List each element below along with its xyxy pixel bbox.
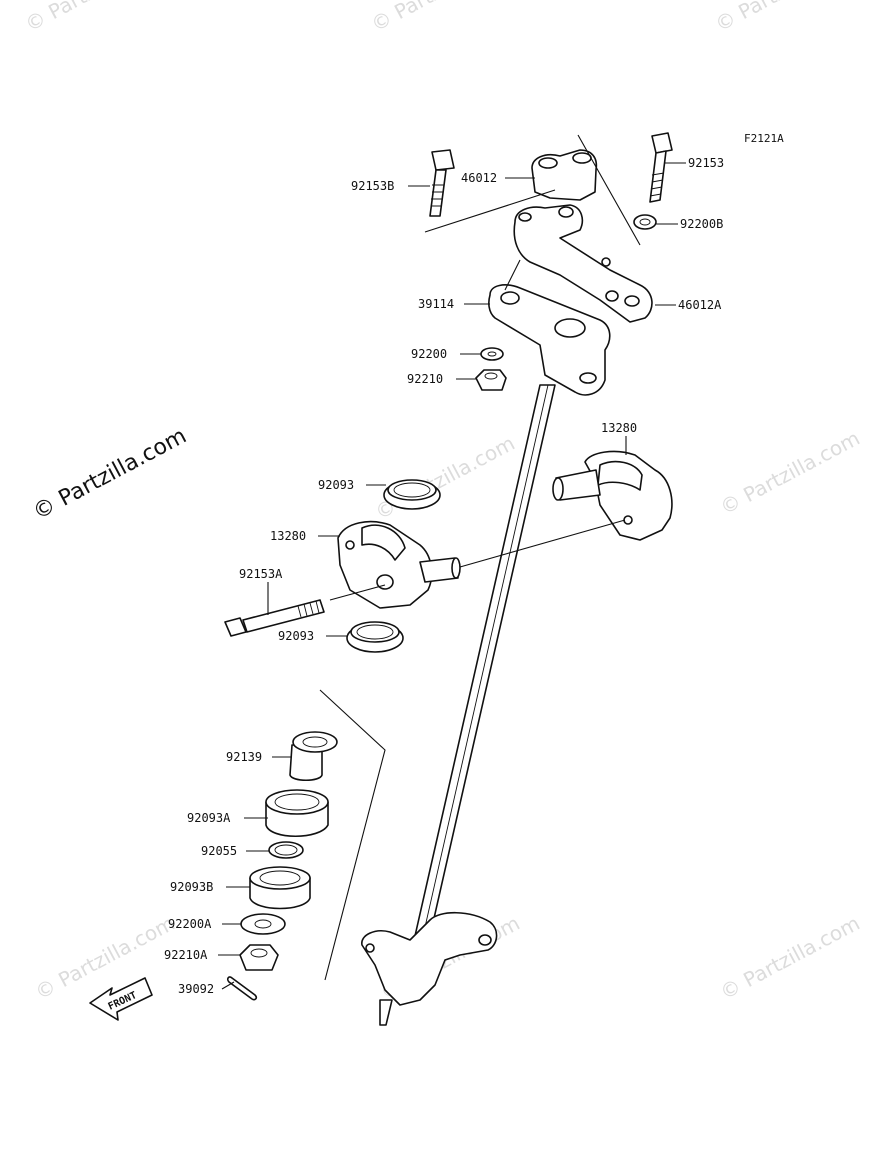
part-13280-upper-holder <box>552 450 673 541</box>
watermark-mid-center: © Partzilla.com <box>371 431 519 525</box>
watermark-top-right: © Partz <box>711 0 790 36</box>
part-92210-nut <box>475 369 507 391</box>
label-13280-lower: 13280 <box>270 529 306 543</box>
part-92200B-washer <box>633 214 657 230</box>
part-92200A-washer <box>240 913 286 935</box>
label-92055: 92055 <box>201 844 237 858</box>
label-46012A: 46012A <box>678 298 722 312</box>
label-13280-upper: 13280 <box>601 421 637 435</box>
label-92200A: 92200A <box>168 917 212 931</box>
front-arrow-icon: FRONT <box>89 977 153 1021</box>
label-92093B: 92093B <box>170 880 213 894</box>
figure-code: F2121A <box>744 132 784 145</box>
part-92093A-bearing <box>265 789 329 838</box>
label-92210A: 92210A <box>164 948 208 962</box>
label-92153A: 92153A <box>239 567 283 581</box>
part-92093-upper-seal <box>383 479 441 510</box>
watermark-mid-right: © Partzilla.com <box>716 426 864 520</box>
part-lower-steering-arm <box>361 911 498 1026</box>
label-92093A: 92093A <box>187 811 231 825</box>
part-92093-lower-seal <box>346 621 404 653</box>
label-92093-lower: 92093 <box>278 629 314 643</box>
watermark-top-center: © Partz <box>367 0 446 36</box>
part-92153B-bolt <box>429 149 455 217</box>
part-13280-lower-holder <box>337 521 461 609</box>
part-92139-bushing <box>289 731 338 782</box>
label-92200B: 92200B <box>680 217 723 231</box>
label-92153: 92153 <box>688 156 724 170</box>
watermark-main: © Partzilla.com <box>29 424 191 526</box>
part-39114-holder <box>488 284 611 396</box>
label-92200: 92200 <box>411 347 447 361</box>
part-92055-washer <box>268 841 304 859</box>
part-92153-bolt <box>649 132 673 203</box>
watermark-top-left: © Partz <box>21 0 100 36</box>
label-39092: 39092 <box>178 982 214 996</box>
watermark-bottom-left: © Partzilla.com <box>31 911 179 1005</box>
part-upper-bracket <box>513 204 653 323</box>
label-39114: 39114 <box>418 297 454 311</box>
part-92210A-nut <box>239 944 279 971</box>
label-92153B: 92153B <box>351 179 394 193</box>
part-46012-cap <box>531 149 598 201</box>
part-92093B-bearing <box>249 866 311 910</box>
label-92210: 92210 <box>407 372 443 386</box>
part-39092-cotter-pin <box>226 976 258 1001</box>
label-92093-upper: 92093 <box>318 478 354 492</box>
part-92200-washer <box>480 347 504 361</box>
part-92153A-bolt <box>224 599 325 637</box>
label-92139: 92139 <box>226 750 262 764</box>
watermark-bottom-right: © Partzilla.com <box>716 911 864 1005</box>
label-46012: 46012 <box>461 171 497 185</box>
